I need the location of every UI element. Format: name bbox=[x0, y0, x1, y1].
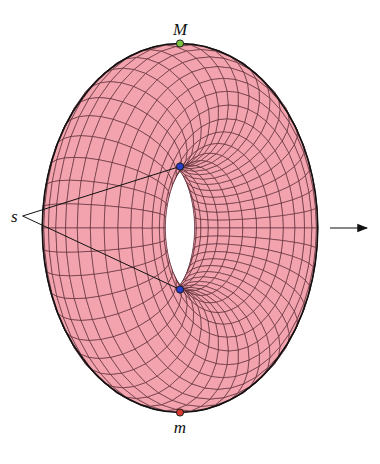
minimum-point bbox=[176, 409, 183, 416]
surface-patch bbox=[227, 91, 238, 106]
surface-patch bbox=[66, 204, 79, 228]
direction-arrow bbox=[330, 227, 367, 228]
surface-patch bbox=[218, 228, 230, 236]
surface-patch bbox=[207, 236, 218, 244]
surface-patch bbox=[104, 228, 119, 250]
surface-patch bbox=[201, 228, 209, 237]
surface-patch bbox=[77, 204, 91, 228]
surface-patch bbox=[56, 204, 67, 228]
surface-patch bbox=[304, 210, 312, 228]
surface-patch bbox=[196, 218, 201, 228]
surface-patch bbox=[118, 228, 132, 249]
surface-patch bbox=[142, 228, 152, 246]
maximum-point bbox=[176, 40, 183, 47]
surface-patch bbox=[242, 218, 256, 228]
surface-patch bbox=[229, 228, 242, 237]
surface-patch bbox=[229, 219, 242, 228]
surface-patch bbox=[256, 217, 270, 228]
critical-points bbox=[176, 40, 183, 416]
surface-patch bbox=[142, 210, 152, 228]
surface-patch bbox=[215, 204, 228, 212]
surface-patch bbox=[217, 212, 230, 220]
surface-patch bbox=[228, 236, 242, 245]
maximum-label: M bbox=[172, 21, 188, 38]
leader-line bbox=[23, 167, 178, 216]
surface-patch bbox=[104, 206, 119, 228]
surface-patch bbox=[207, 210, 217, 228]
leader-line bbox=[23, 216, 178, 288]
surface-patch bbox=[215, 244, 228, 252]
surface-patch bbox=[90, 228, 105, 251]
surface-patch bbox=[294, 228, 304, 244]
surface-patch bbox=[304, 228, 312, 246]
surface-patch bbox=[217, 236, 230, 244]
surface-patch bbox=[131, 228, 143, 248]
surface-patch bbox=[270, 215, 283, 228]
surface-patch bbox=[118, 207, 132, 228]
surface-patch bbox=[283, 214, 295, 228]
surface-patch bbox=[228, 211, 242, 220]
minimum-label: m bbox=[173, 419, 187, 436]
surface-patch bbox=[201, 219, 209, 228]
surface-patch bbox=[218, 336, 228, 351]
surface-patch bbox=[256, 228, 270, 239]
surface-patch bbox=[108, 163, 126, 187]
surface-patch bbox=[283, 228, 295, 242]
saddle-label: s bbox=[10, 208, 19, 225]
surface-patch bbox=[242, 228, 256, 238]
saddle-point bbox=[176, 163, 183, 170]
torus-outline bbox=[42, 44, 318, 413]
surface-patch bbox=[207, 228, 217, 246]
surface-patch bbox=[227, 336, 238, 351]
surface-patch bbox=[208, 220, 218, 228]
surface-patch bbox=[218, 105, 228, 120]
saddle-point bbox=[176, 286, 183, 293]
surface-patch bbox=[207, 212, 218, 220]
surface-patch bbox=[56, 228, 67, 252]
surface-patch bbox=[131, 208, 143, 228]
surface-patch bbox=[152, 228, 160, 244]
surface-patch bbox=[108, 270, 126, 294]
surface-patch bbox=[218, 220, 230, 228]
surface-patch bbox=[66, 228, 79, 252]
surface-patch bbox=[112, 290, 131, 314]
surface-patch bbox=[208, 228, 218, 236]
leader-lines bbox=[23, 167, 178, 288]
surface-patch bbox=[227, 105, 238, 120]
surface-patch bbox=[270, 228, 283, 241]
surface-patch bbox=[227, 350, 238, 365]
surface-patch bbox=[196, 228, 201, 238]
surface-patch bbox=[294, 212, 304, 228]
surface-patch bbox=[152, 212, 160, 228]
torus-surface bbox=[42, 44, 318, 413]
surface-patch bbox=[77, 228, 91, 252]
surface-patch bbox=[90, 205, 105, 228]
surface-patch bbox=[112, 142, 131, 166]
